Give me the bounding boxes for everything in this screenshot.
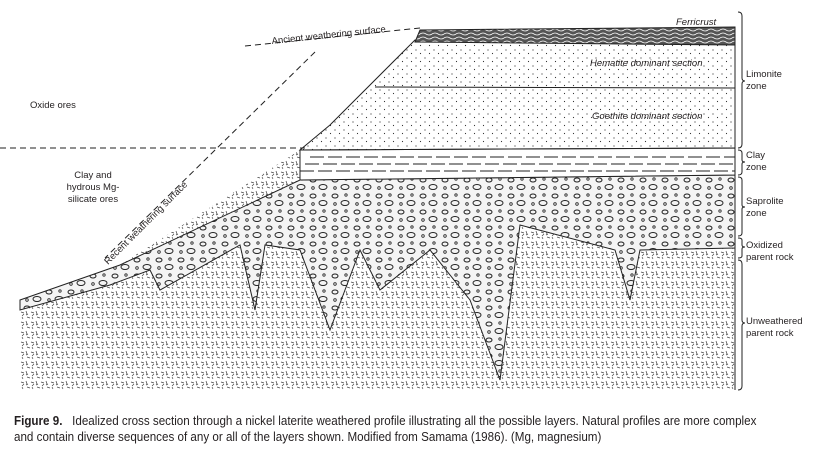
figure-caption: Figure 9. Idealized cross section throug… [14,413,758,445]
zone-unweathered: Unweathered parent rock [746,316,803,339]
ancient-surface-label: Ancient weathering surface [271,24,386,47]
caption-text: Idealized cross section through a nickel… [14,414,757,444]
zone-braces [737,11,746,391]
zone-saprolite: Saprolite zone [746,196,784,219]
oxide-ores-label: Oxide ores [30,100,76,111]
ferricrust-label: Ferricrust [676,17,716,28]
caption-label: Figure 9. [14,414,63,428]
ferricrust-layer [414,26,736,46]
limonite-layer [298,39,736,151]
zone-oxidized: Oxidized parent rock [746,240,794,263]
clay-ores-label: Clay and hydrous Mg-silicate ores [66,170,120,205]
goethite-label: Goethite dominant section [592,111,702,122]
zone-limonite: Limonite zone [746,69,782,92]
laterite-cross-section: Ancient weathering surface Recent weathe… [0,11,746,391]
zone-clay: Clay zone [746,150,767,173]
recent-surface-line [104,51,316,259]
hematite-label: Hematite dominant section [590,58,702,69]
